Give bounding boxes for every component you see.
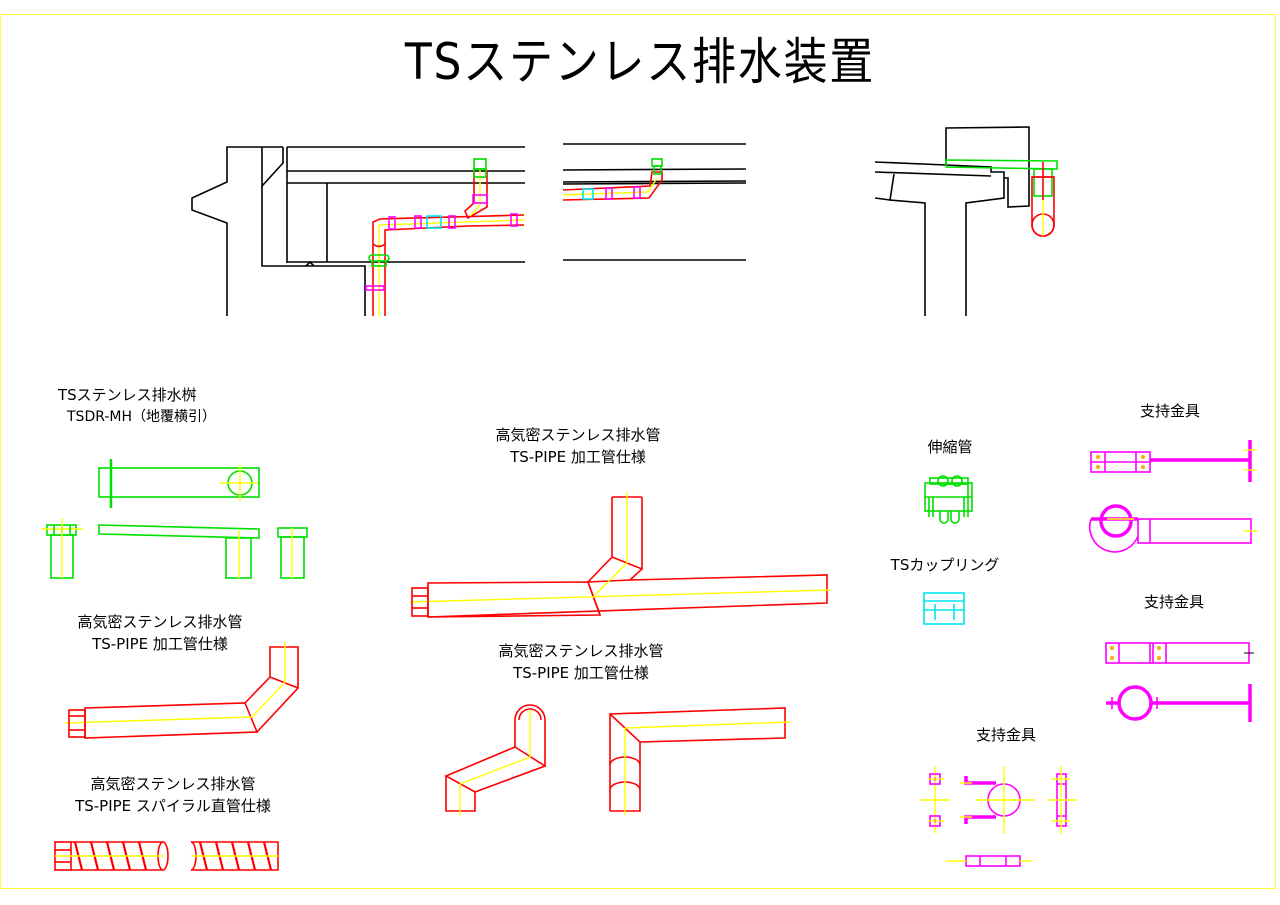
pipe-bent-left-label-line1: 高気密ステンレス排水管: [77, 613, 243, 631]
basin-label: TSステンレス排水桝 TSDR-MH（地覆横引）: [58, 384, 216, 428]
drain-basin-detail: [41, 459, 308, 579]
expansion-label: 伸縮管: [927, 438, 973, 456]
coupling-label: TSカップリング: [890, 556, 1000, 574]
section-view-middle: [562, 143, 747, 261]
basin-end-view-right: [277, 527, 308, 579]
support-bracket-top: [1090, 440, 1256, 482]
coupling-fitting: [426, 215, 442, 229]
pipe-branch-label-line2: TS-PIPE 加工管仕様: [510, 448, 646, 466]
basin-label-line1: TSステンレス排水桝: [58, 386, 197, 404]
pipe-elbow-s-detail: [444, 704, 547, 815]
drawing-frame: [0, 14, 1276, 889]
support-bottom-label: 支持金具: [975, 726, 1036, 744]
support-clamp: [388, 216, 396, 230]
support-clamp: [414, 215, 422, 229]
basin-plan: [98, 467, 260, 498]
support-clamp: [365, 285, 385, 291]
section-view-left: [191, 146, 525, 316]
drawing-title: TSステンレス排水装置: [404, 33, 876, 91]
expansion-joint-detail: [924, 475, 973, 524]
support-clamp: [472, 194, 488, 204]
pipe-spiral-label: 高気密ステンレス排水管 TS-PIPE スパイラル直管仕様: [58, 773, 288, 817]
pipe-bent-left-label: 高気密ステンレス排水管 TS-PIPE 加工管仕様: [60, 611, 260, 655]
pipe-spiral-label-line1: 高気密ステンレス排水管: [90, 775, 256, 793]
coupling-detail: [923, 592, 965, 625]
support-clamp: [510, 213, 518, 227]
support-bracket-hanger: [1106, 684, 1252, 722]
pipe-spiral-detail: [54, 841, 279, 871]
drain-pipe-run-middle: [562, 158, 663, 201]
drain-pipe-run-left: [365, 158, 525, 316]
pipe-branch-label: 高気密ステンレス排水管 TS-PIPE 加工管仕様: [478, 424, 678, 468]
section-view-right: [874, 126, 1058, 316]
pipe-elbows-label-line2: TS-PIPE 加工管仕様: [513, 664, 649, 682]
pipe-branch-label-line1: 高気密ステンレス排水管: [495, 426, 661, 444]
support-top-label: 支持金具: [1139, 402, 1200, 420]
pipe-elbows-label: 高気密ステンレス排水管 TS-PIPE 加工管仕様: [476, 640, 686, 684]
support-mid-label: 支持金具: [1143, 593, 1204, 611]
support-bracket-mid: [1105, 642, 1254, 664]
support-clamp: [605, 187, 613, 200]
drain-basin-lid: [945, 159, 1058, 170]
pipe-bent-left-label-line2: TS-PIPE 加工管仕様: [92, 635, 228, 653]
bridge-structure-left: [191, 146, 525, 316]
basin-fitting-top: [473, 158, 487, 178]
support-bracket-bottom: [920, 766, 1077, 867]
bridge-structure-right: [874, 126, 1030, 316]
basin-fitting: [653, 165, 662, 175]
basin-label-line2: TSDR-MH（地覆横引）: [67, 409, 217, 425]
basin-fitting-top: [651, 158, 663, 167]
pipe-spiral-label-line2: TS-PIPE スパイラル直管仕様: [75, 797, 271, 815]
basin-side: [98, 524, 260, 539]
support-bracket-clamp: [1088, 504, 1258, 553]
bridge-structure-middle: [562, 143, 747, 261]
pipe-bent-left-detail: [64, 642, 299, 739]
support-clamp: [448, 215, 456, 229]
pipe-elbows-label-line1: 高気密ステンレス排水管: [498, 642, 664, 660]
coupling-fitting: [582, 188, 594, 200]
pipe-elbow-l-detail: [609, 707, 791, 815]
pipe-branch-detail: [409, 492, 831, 618]
support-clamp: [633, 186, 641, 199]
basin-end-view-left: [41, 518, 83, 579]
basin-joint-lower: [368, 254, 390, 267]
